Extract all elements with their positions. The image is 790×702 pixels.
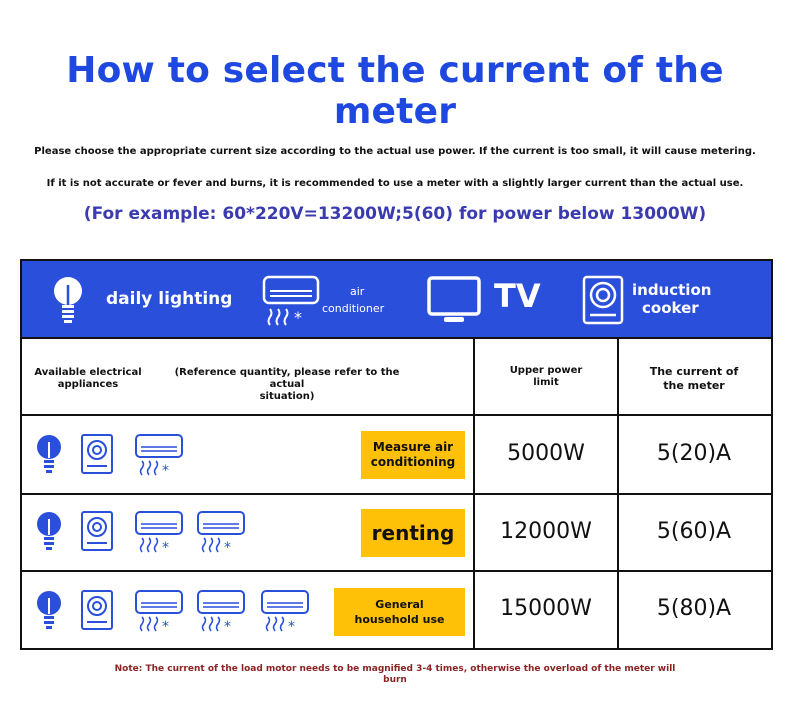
tv-icon [427, 276, 481, 322]
meter-current-value: 5(80)A [656, 596, 732, 621]
induction-cooker-icon [81, 590, 113, 630]
induction-cooker-icon [582, 275, 624, 325]
grid-line [22, 493, 771, 495]
svg-text:*: * [224, 619, 231, 633]
svg-text:*: * [162, 463, 169, 477]
header-appliances: Available electrical appliances [34, 367, 142, 390]
power-limit-value: 15000W [500, 596, 592, 621]
banner-air-line1: air [350, 285, 365, 298]
induction-cooker-icon [81, 434, 113, 474]
meter-selection-table: daily lighting * air conditioner TV indu… [20, 259, 773, 650]
meter-current-value: 5(20)A [656, 441, 732, 466]
air-conditioner-icon: * [261, 590, 309, 633]
air-conditioner-icon: * [135, 511, 183, 554]
banner-tv-label: TV [494, 277, 541, 315]
banner-induction-line1: induction [632, 281, 712, 299]
banner-air-line2: conditioner [322, 302, 385, 315]
usage-tag: General household use [334, 588, 465, 636]
air-conditioner-icon: * [135, 590, 183, 633]
header-power-limit: Upper power limit [509, 365, 583, 388]
power-limit-value: 5000W [507, 441, 585, 466]
svg-text:*: * [162, 540, 169, 554]
banner-induction-line2: cooker [642, 299, 699, 317]
bulb-icon [37, 435, 61, 473]
bulb-icon [37, 591, 61, 629]
grid-line [473, 339, 475, 648]
usage-tag: Measure air conditioning [361, 431, 465, 479]
bulb-icon [54, 277, 82, 323]
banner-lighting-label: daily lighting [106, 289, 233, 309]
grid-line [22, 414, 771, 416]
grid-line [617, 339, 619, 648]
svg-text:*: * [288, 619, 295, 633]
intro-line-2: If it is not accurate or fever and burns… [46, 178, 744, 189]
grid-line [22, 570, 771, 572]
svg-text:*: * [162, 619, 169, 633]
header-reference: (Reference quantity, please refer to the… [174, 367, 400, 402]
intro-line-1: Please choose the appropriate current si… [34, 146, 756, 157]
air-conditioner-icon: * [197, 511, 245, 554]
appliance-banner: daily lighting * air conditioner TV indu… [22, 261, 771, 339]
svg-text:*: * [294, 308, 302, 327]
air-conditioner-icon: * [262, 275, 320, 327]
induction-cooker-icon [81, 511, 113, 551]
svg-text:*: * [224, 540, 231, 554]
air-conditioner-icon: * [197, 590, 245, 633]
page-title: How to select the current of the meter [66, 50, 724, 132]
grid-line [22, 337, 771, 339]
example-text: (For example: 60*220V=13200W;5(60) for p… [83, 204, 707, 224]
bulb-icon [37, 512, 61, 550]
header-meter-current: The current of the meter [649, 365, 739, 392]
footnote: Note: The current of the load motor need… [114, 664, 676, 685]
air-conditioner-icon: * [135, 434, 183, 477]
usage-tag: renting [361, 509, 465, 557]
power-limit-value: 12000W [500, 519, 592, 544]
meter-current-value: 5(60)A [656, 519, 732, 544]
